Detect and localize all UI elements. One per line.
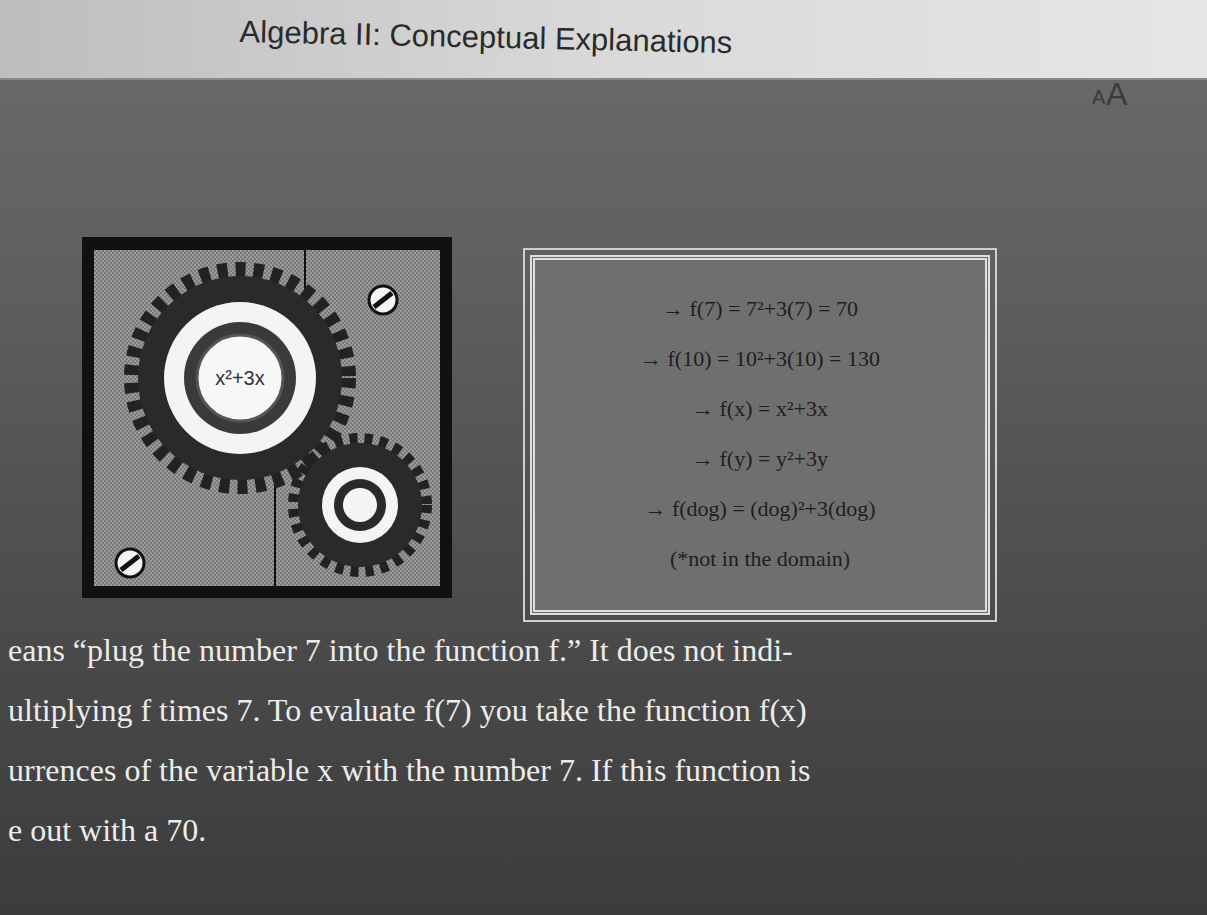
- function-table: → f(7) = 7²+3(7) = 70 → f(10) = 10²+3(10)…: [530, 255, 990, 615]
- body-text: eans “plug the number 7 into the functio…: [8, 632, 793, 669]
- function-line: → f(dog) = (dog)²+3(dog): [644, 496, 875, 522]
- body-text: urrences of the variable x with the numb…: [8, 752, 810, 789]
- gear-center: x²+3x: [195, 333, 285, 423]
- function-line: → f(10) = 10²+3(10) = 130: [640, 346, 880, 372]
- function-line: → f(x) = x²+3x: [692, 396, 828, 422]
- function-line: → f(y) = y²+3y: [692, 446, 828, 472]
- gear-label: x²+3x: [215, 366, 264, 390]
- body-text: ultiplying f times 7. To evaluate f(7) y…: [8, 692, 807, 729]
- font-size-small: A: [1092, 86, 1105, 109]
- function-line: → f(7) = 7²+3(7) = 70: [662, 296, 858, 322]
- function-line: (*not in the domain): [670, 546, 850, 572]
- font-size-large: A: [1106, 76, 1127, 113]
- body-text: e out with a 70.: [8, 812, 206, 849]
